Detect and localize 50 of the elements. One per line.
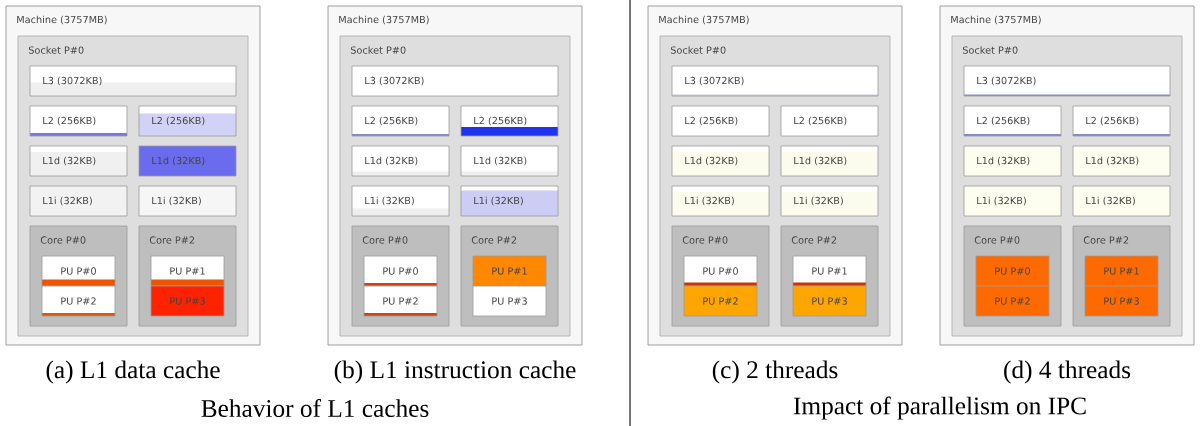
- pu-box: PU P#2: [41, 285, 116, 317]
- cache-box: L3 (3072KB): [671, 65, 879, 97]
- cache-box: L2 (256KB): [29, 105, 128, 137]
- cache-box: L1i (32KB): [671, 185, 770, 217]
- cache-box: L2 (256KB): [460, 105, 559, 137]
- subfigure-caption: (a) L1 data cache: [46, 360, 220, 384]
- figure-caption: Impact of parallelism on IPC: [793, 396, 1086, 420]
- cache-box: L1i (32KB): [963, 185, 1062, 217]
- cache-box: L1d (32KB): [963, 145, 1062, 177]
- pu-box: PU P#3: [472, 285, 547, 317]
- pu-box: PU P#1: [1084, 255, 1159, 287]
- cache-box: L1i (32KB): [1072, 185, 1171, 217]
- pu-box: PU P#1: [792, 255, 867, 287]
- cache-box: L1i (32KB): [460, 185, 559, 217]
- cache-box: L1d (32KB): [351, 145, 450, 177]
- pu-box: PU P#0: [363, 255, 438, 287]
- cache-box: L3 (3072KB): [963, 65, 1171, 97]
- pu-box: PU P#1: [150, 255, 225, 287]
- pu-box: PU P#0: [975, 255, 1050, 287]
- cache-box: L1d (32KB): [671, 145, 770, 177]
- cache-box: L1d (32KB): [780, 145, 879, 177]
- cache-box: L3 (3072KB): [351, 65, 559, 97]
- pu-box: PU P#2: [975, 285, 1050, 317]
- cache-box: L1i (32KB): [29, 185, 128, 217]
- cache-box: L1d (32KB): [1072, 145, 1171, 177]
- cache-box: L1d (32KB): [460, 145, 559, 177]
- cache-box: L2 (256KB): [1072, 105, 1171, 137]
- cache-box: L1i (32KB): [138, 185, 237, 217]
- cache-box: L2 (256KB): [351, 105, 450, 137]
- pu-box: PU P#2: [683, 285, 758, 317]
- cache-box: L2 (256KB): [963, 105, 1062, 137]
- cache-box: L1i (32KB): [351, 185, 450, 217]
- pu-box: PU P#1: [472, 255, 547, 287]
- pu-box: PU P#3: [792, 285, 867, 317]
- cache-box: L1i (32KB): [780, 185, 879, 217]
- pu-box: PU P#3: [150, 285, 225, 317]
- cache-box: L3 (3072KB): [29, 65, 237, 97]
- subfigure-caption: (d) 4 threads: [1004, 360, 1131, 384]
- cache-box: L2 (256KB): [138, 105, 237, 137]
- pu-box: PU P#0: [683, 255, 758, 287]
- pu-box: PU P#2: [363, 285, 438, 317]
- cache-box: L1d (32KB): [29, 145, 128, 177]
- cache-box: L2 (256KB): [780, 105, 879, 137]
- cache-box: L1d (32KB): [138, 145, 237, 177]
- pu-box: PU P#0: [41, 255, 116, 287]
- figure-caption: Behavior of L1 caches: [201, 398, 429, 418]
- subfigure-caption: (c) 2 threads: [712, 360, 838, 384]
- cache-box: L2 (256KB): [671, 105, 770, 137]
- pu-box: PU P#3: [1084, 285, 1159, 317]
- subfigure-caption: (b) L1 instruction cache: [334, 360, 576, 384]
